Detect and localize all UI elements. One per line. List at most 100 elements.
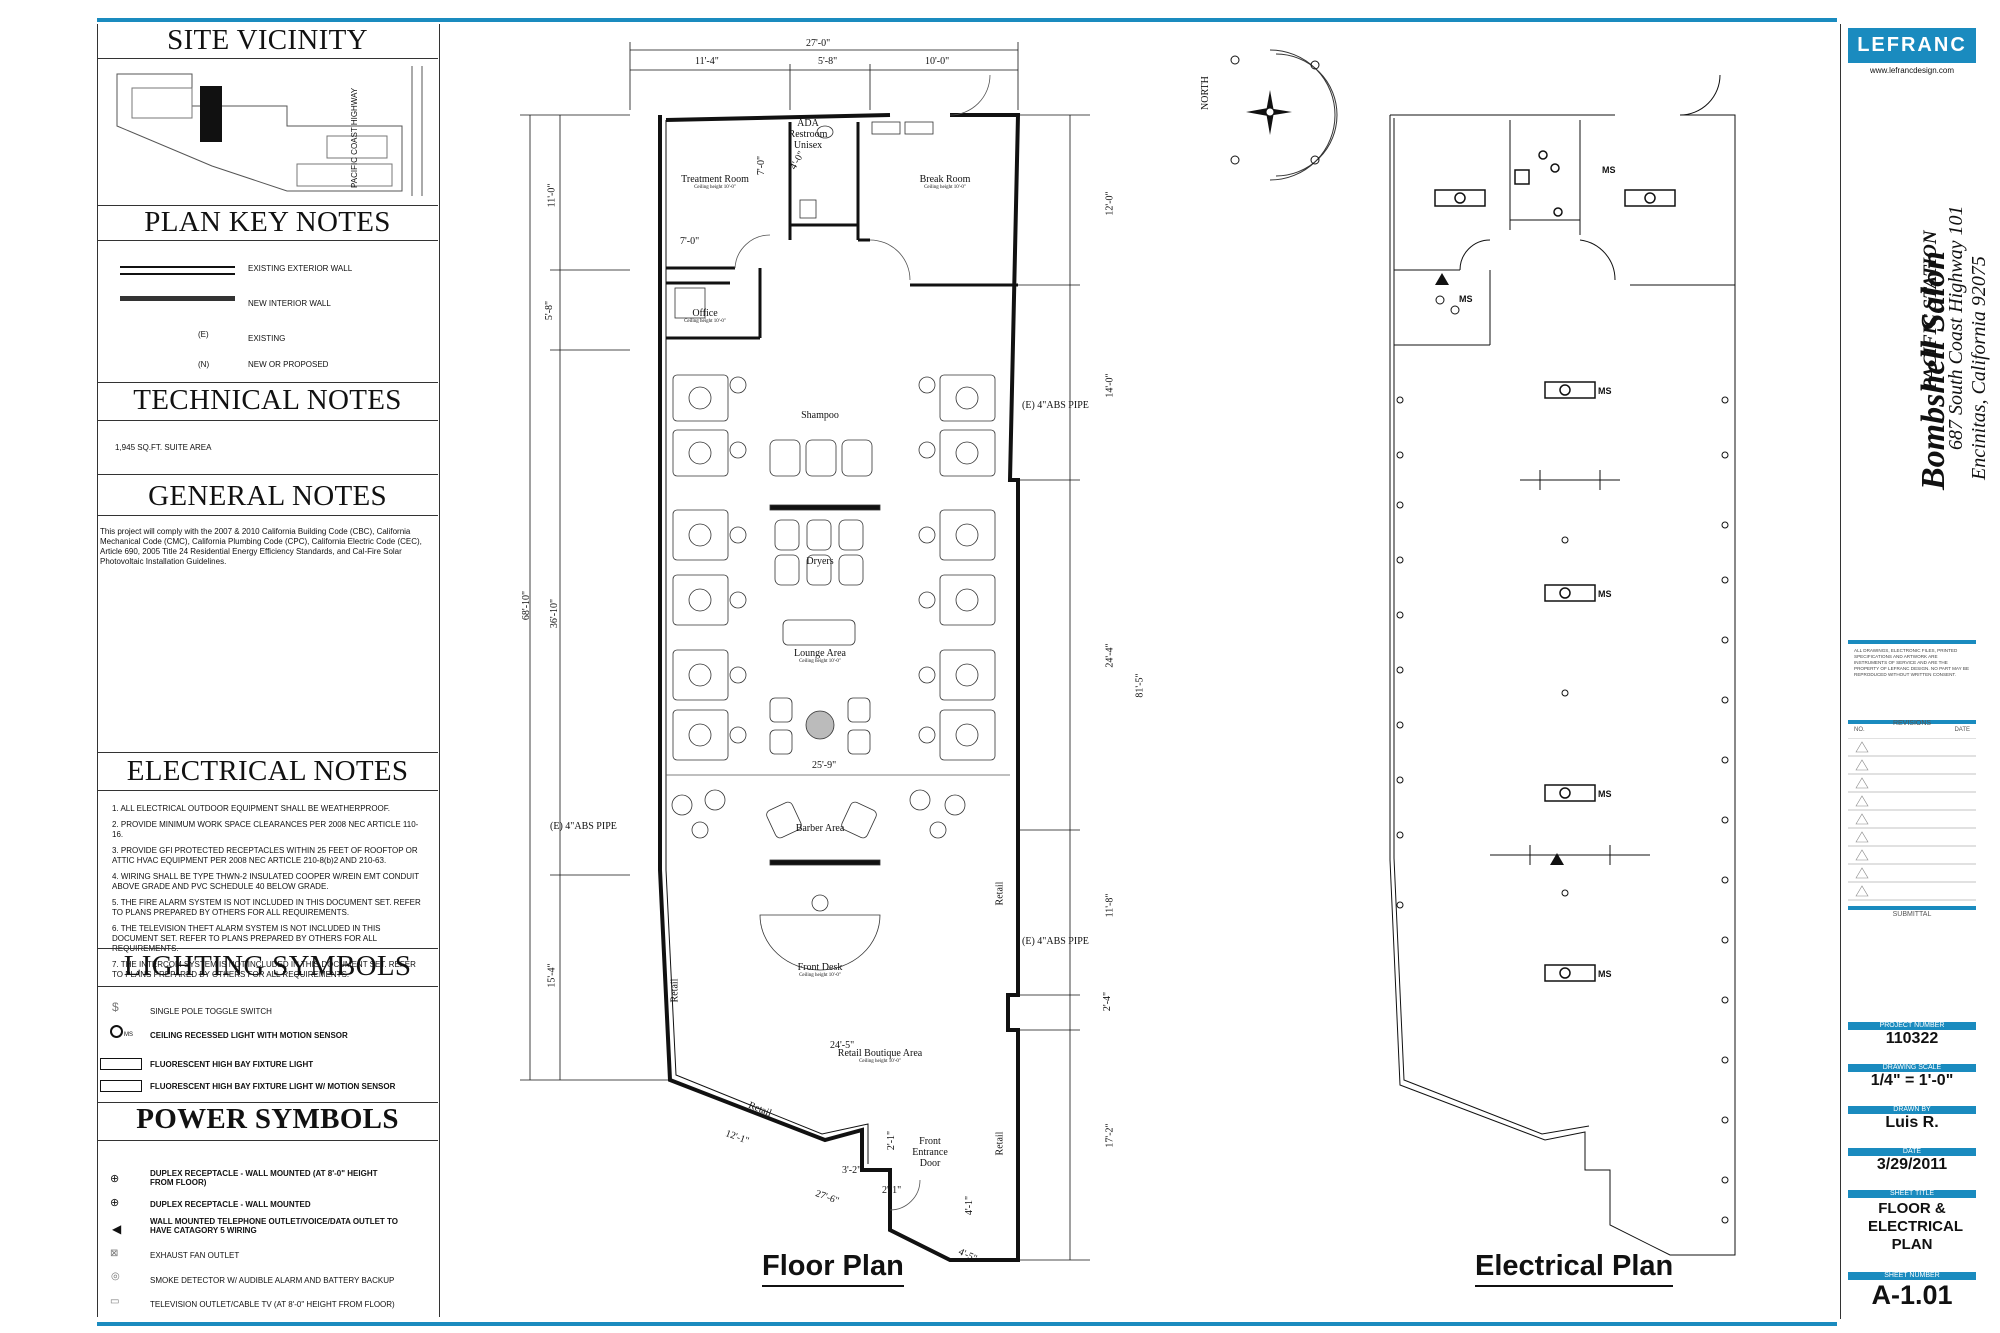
dim-d6: 4'-1" (964, 1195, 976, 1216)
room-front-desk: Front Desk Ceiling height 10'-0" (780, 962, 860, 978)
divider (97, 474, 438, 475)
label-retail-right1: Retail (994, 881, 1006, 906)
legend-exterior-wall: EXISTING EXTERIOR WALL (248, 264, 353, 273)
dim-d5: 2'-1" (882, 1185, 902, 1196)
exterior-wall-symbol (120, 266, 235, 275)
dim-seg2: 5'-8" (818, 56, 838, 67)
dim-treat-h: 7'-0" (756, 155, 768, 176)
duplex-receptacle-icon: ⊕ (110, 1197, 120, 1209)
title-block-border (1840, 24, 1841, 1319)
top-border-bar (97, 18, 1837, 22)
revisions-box: REVISIONS NO. DATE (1848, 720, 1976, 733)
divider (97, 58, 438, 59)
divider (97, 382, 438, 383)
room-label: Break Room (919, 174, 971, 185)
ms-label: MS (1459, 294, 1473, 304)
dim-d3: 3'-2" (842, 1165, 862, 1176)
general-notes-text: This project will comply with the 2007 &… (100, 527, 422, 566)
revisions-no: NO. (1854, 727, 1865, 733)
floor-plan-title: Floor Plan (762, 1250, 904, 1287)
north-label: NORTH (1200, 76, 1211, 110)
project-number: 110322 (1885, 1030, 1939, 1047)
lighting-symbol-label: FLUORESCENT HIGH BAY FIXTURE LIGHT (150, 1060, 314, 1069)
dim-right-total: 81'-5" (1134, 673, 1146, 698)
sheet-number-label: SHEET NUMBER (1848, 1272, 1976, 1280)
smoke-detector-icon: ◎ (111, 1271, 120, 1282)
legend-interior-wall: NEW INTERIOR WALL (248, 299, 331, 308)
legend-existing-symbol: (E) (198, 330, 209, 339)
electrical-plan-title: Electrical Plan (1475, 1250, 1674, 1287)
legend-existing: EXISTING (248, 334, 286, 343)
electrical-note: 4. WIRING SHALL BE TYPE THWN-2 INSULATED… (112, 872, 420, 891)
room-label: Front Desk (797, 962, 843, 973)
sheet-number: A-1.01 (1871, 1280, 1953, 1310)
ceiling-label: Ceiling height 10'-0" (799, 973, 841, 978)
sheet-title: FLOOR & ELECTRICAL PLAN (1868, 1200, 1963, 1253)
plan-key-notes-title: PLAN KEY NOTES (144, 206, 391, 238)
power-symbol-label: WALL MOUNTED TELEPHONE OUTLET/VOICE/DATA… (150, 1217, 398, 1235)
dim-left-b: 5'-8" (544, 300, 556, 321)
drawing-scale: 1/4" = 1'-0" (1870, 1072, 1954, 1089)
electrical-note: 5. THE FIRE ALARM SYSTEM IS NOT INCLUDED… (112, 898, 421, 917)
lighting-symbols-title: LIGHTING SYMBOLS (123, 950, 412, 982)
legend-new: NEW OR PROPOSED (248, 360, 329, 369)
sheet-number-block: SHEET NUMBER A-1.01 (1848, 1272, 1976, 1311)
room-lounge: Lounge Area Ceiling height 10'-0" (780, 648, 860, 664)
copyright-text: ALL DRAWINGS, ELECTRONIC FILES, PRINTED … (1854, 648, 1970, 677)
dim-right-c: 24'-4" (1104, 643, 1116, 668)
lighting-symbol-label: FLUORESCENT HIGH BAY FIXTURE LIGHT W/ MO… (150, 1082, 396, 1091)
dim-d4: 2'-1" (886, 1130, 898, 1151)
project-address2: Encinitas, California 92075 (1968, 256, 1990, 480)
dim-left-c: 36'-10" (549, 598, 561, 629)
floor-plan-drawing (520, 42, 1090, 1262)
dim-left-d: 15'-4" (546, 963, 558, 988)
ceiling-label: Ceiling height 10'-0" (799, 659, 841, 664)
electrical-note: 3. PROVIDE GFI PROTECTED RECEPTACLES WIT… (112, 846, 418, 865)
label-pipe-2: (E) 4"ABS PIPE (550, 821, 617, 832)
general-notes-title: GENERAL NOTES (148, 480, 387, 512)
divider (97, 752, 438, 753)
project-subtitle: PACIFIC STATION (1920, 230, 1941, 390)
electrical-plan-drawing (1389, 74, 1736, 1256)
company-website: www.lefrancdesign.com (1869, 66, 1955, 75)
electrical-notes-list: 1. ALL ELECTRICAL OUTDOOR EQUIPMENT SHAL… (112, 804, 427, 986)
divider (97, 1102, 438, 1103)
dim-right-e: 2'-4" (1102, 991, 1114, 1012)
dim-left-total: 68'-10" (521, 590, 533, 621)
telephone-outlet-icon: ◀ (112, 1222, 122, 1236)
divider (97, 205, 438, 206)
lighting-symbol-label: SINGLE POLE TOGGLE SWITCH (150, 1007, 272, 1016)
dim-treat-w: 7'-0" (680, 236, 700, 247)
drawing-scale-label: DRAWING SCALE (1848, 1064, 1976, 1072)
divider (97, 790, 438, 791)
room-shampoo: Shampoo (801, 410, 839, 421)
divider (97, 515, 438, 516)
tv-outlet-icon: ▭ (110, 1296, 120, 1307)
ceiling-label: Ceiling height 10'-0" (924, 185, 966, 190)
site-vicinity-title: SITE VICINITY (167, 24, 368, 56)
project-number-block: PROJECT NUMBER 110322 (1848, 1022, 1976, 1048)
dim-left-a: 11'-0" (546, 183, 558, 208)
company-logo: LEFRANC (1848, 28, 1976, 63)
interior-wall-symbol (120, 296, 235, 301)
ceiling-label: Ceiling height 10'-0" (859, 1059, 901, 1064)
label-front-entrance: Front Entrance Door (912, 1136, 948, 1169)
lighting-symbol-label: CEILING RECESSED LIGHT WITH MOTION SENSO… (150, 1031, 348, 1040)
power-symbol-label: TELEVISION OUTLET/CABLE TV (AT 8'-0" HEI… (150, 1300, 395, 1309)
electrical-note: 1. ALL ELECTRICAL OUTDOOR EQUIPMENT SHAL… (112, 804, 390, 813)
power-symbol-label: DUPLEX RECEPTACLE - WALL MOUNTED (AT 8'-… (150, 1169, 378, 1187)
left-notes-panel (97, 24, 440, 1317)
duplex-receptacle-icon: ⊕ (110, 1173, 120, 1185)
project-number-label: PROJECT NUMBER (1848, 1022, 1976, 1030)
dim-lounge-width: 25'-9" (812, 760, 837, 771)
label-pipe-3: (E) 4"ABS PIPE (1022, 936, 1089, 947)
power-symbol-label: DUPLEX RECEPTACLE - WALL MOUNTED (150, 1200, 311, 1209)
ms-label: MS (1598, 386, 1612, 396)
site-vicinity-map (116, 66, 423, 196)
submittal-label: SUBMITTAL (1892, 911, 1932, 918)
copyright-box: ALL DRAWINGS, ELECTRONIC FILES, PRINTED … (1848, 640, 1976, 724)
recessed-light-icon (110, 1025, 123, 1038)
divider (97, 240, 438, 241)
dim-seg1: 11'-4" (695, 56, 719, 67)
ceiling-label: Ceiling height 10'-0" (694, 185, 736, 190)
